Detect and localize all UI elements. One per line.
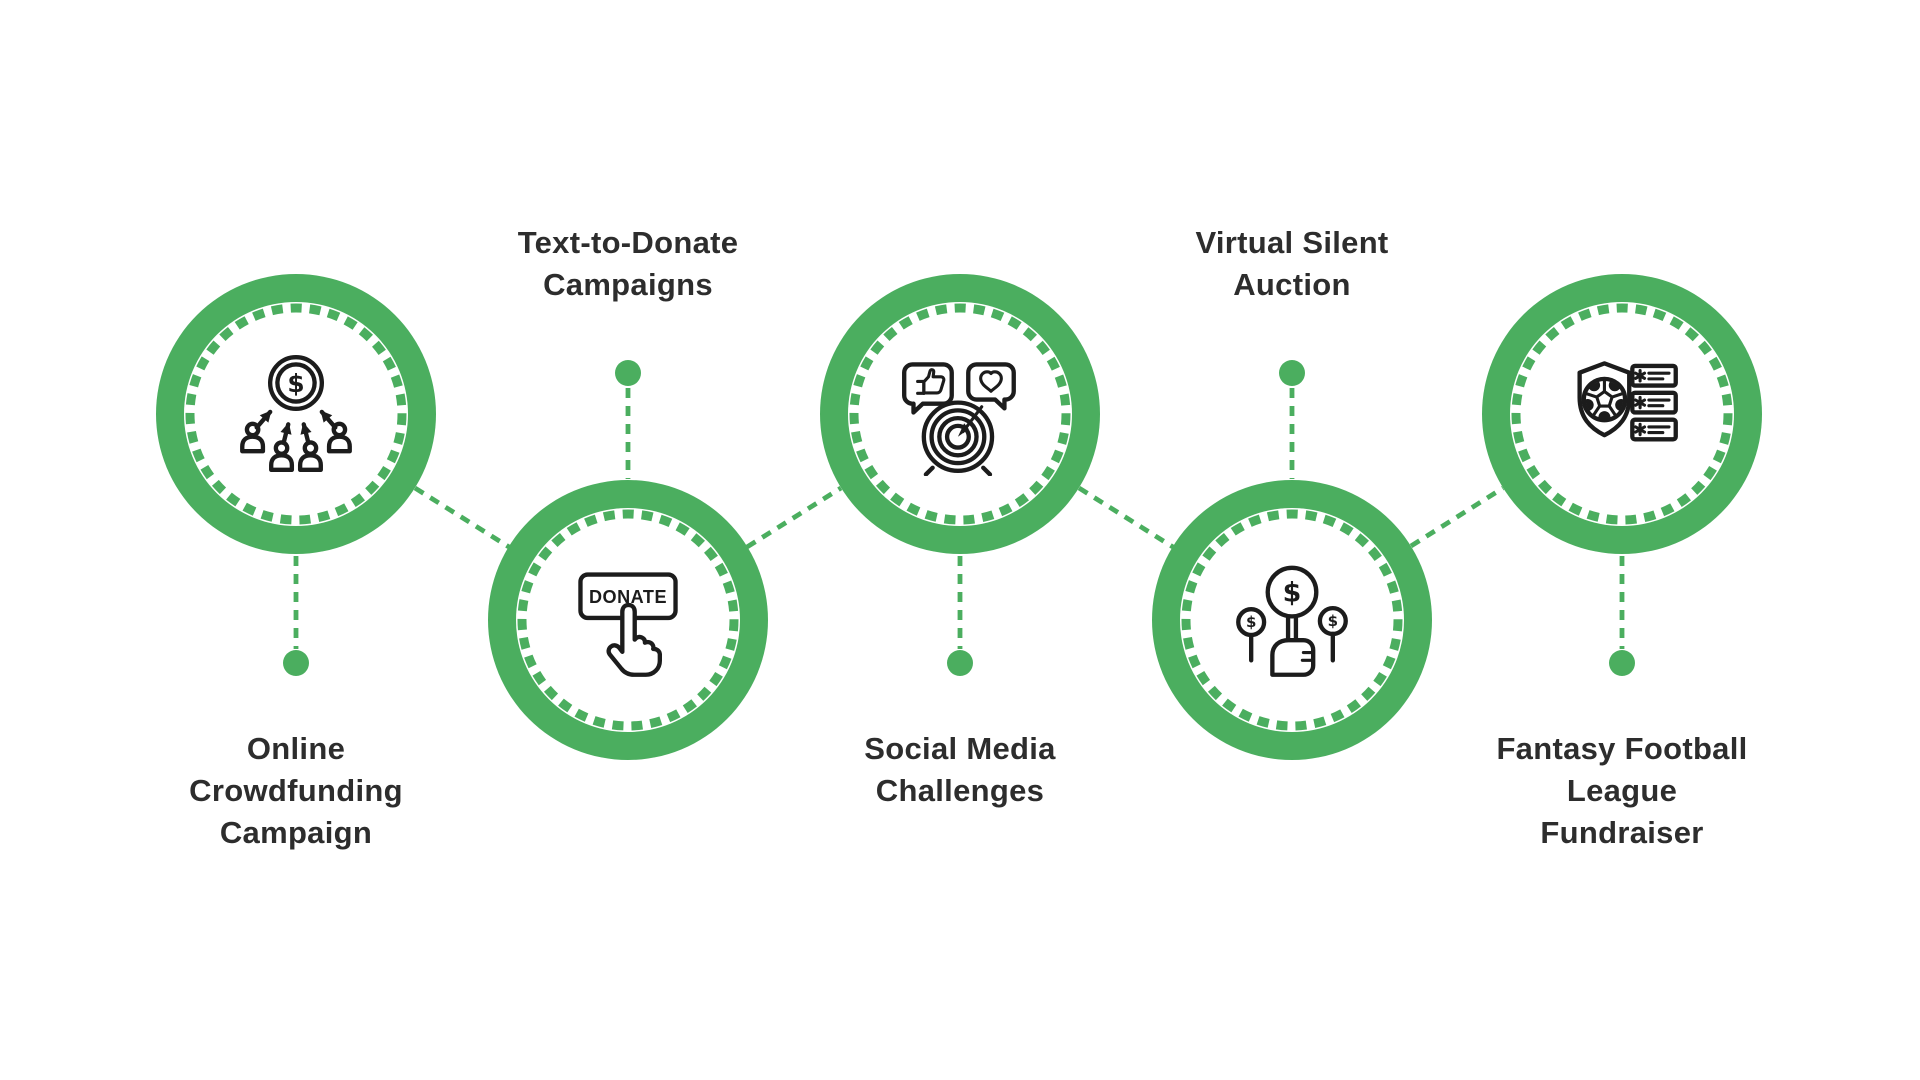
- svg-text:$: $: [1283, 577, 1302, 608]
- label-online-crowdfunding: Online Crowdfunding Campaign: [189, 731, 403, 850]
- label-social-media-challenges: Social Media Challenges: [864, 731, 1056, 808]
- diagonal-connector-2-3: [745, 485, 843, 550]
- league-standings-list: [1630, 363, 1678, 442]
- dollar-glyph: $: [287, 369, 304, 398]
- thumbs-up-glyph: [922, 368, 946, 395]
- target-rings: [921, 400, 995, 474]
- diagonal-connector-4-5: [1409, 485, 1505, 549]
- diagonal-connector-3-4: [1077, 485, 1175, 550]
- node-fantasy-football: [1472, 264, 1772, 564]
- like-bubble: [902, 362, 954, 415]
- pointer-hand: [606, 602, 662, 677]
- stem-dot-3: [947, 650, 973, 676]
- svg-text:$: $: [1328, 612, 1338, 630]
- stem-dot-1: [283, 650, 309, 676]
- donate-button-text: DONATE: [589, 587, 667, 607]
- auction-paddles-icon: $ $ $: [1236, 565, 1348, 677]
- shield: [1577, 361, 1632, 438]
- node-text-to-donate: DONATE: [478, 470, 778, 770]
- stem-dot-2: [615, 360, 641, 386]
- fantasy-football-icon: [1577, 361, 1678, 442]
- label-fantasy-football: Fantasy Football League Fundraiser: [1496, 731, 1748, 850]
- stem-dot-4: [1279, 360, 1305, 386]
- heart-glyph: [979, 370, 1003, 393]
- social-media-target-icon: [902, 362, 1016, 476]
- crowdfunding-icon: $: [240, 354, 352, 472]
- node-online-crowdfunding: $: [146, 264, 446, 564]
- donate-button-icon: DONATE: [578, 572, 678, 677]
- node-social-media-challenges: [810, 264, 1110, 564]
- node-virtual-silent-auction: $ $ $: [1142, 470, 1442, 770]
- bid-paddle: [1265, 565, 1319, 619]
- circle-ring: [156, 274, 436, 554]
- label-virtual-silent-auction: Virtual Silent Auction: [1195, 225, 1389, 302]
- svg-text:$: $: [1246, 613, 1256, 631]
- stem-dot-5: [1609, 650, 1635, 676]
- heart-bubble: [966, 362, 1016, 411]
- label-text-to-donate: Text-to-Donate Campaigns: [517, 225, 739, 302]
- diagonal-connector-1-2: [413, 485, 511, 550]
- holding-hand: [1270, 637, 1316, 677]
